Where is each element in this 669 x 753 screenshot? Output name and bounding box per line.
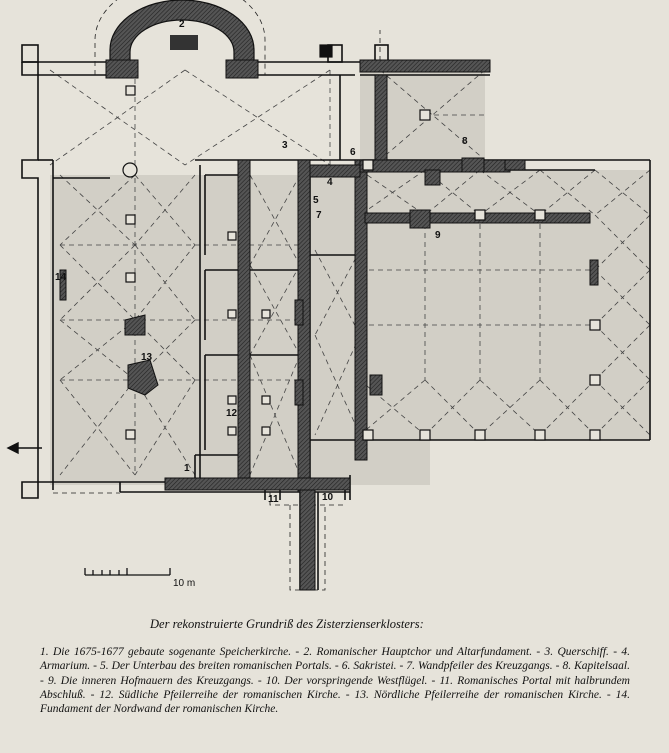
label-4: 4 [327, 177, 333, 188]
label-8: 8 [462, 136, 468, 147]
label-12: 12 [226, 408, 238, 419]
label-11: 11 [268, 494, 279, 505]
apse [105, 0, 259, 79]
label-2: 2 [179, 19, 185, 30]
pillars [122, 44, 601, 441]
direction-arrow-icon [6, 441, 42, 455]
plan-legend: 1. Die 1675-1677 gebaute sogenante Speic… [40, 646, 630, 716]
floor-plan [6, 0, 651, 591]
scale-label: 10 m [173, 578, 196, 589]
label-9: 9 [435, 230, 441, 241]
label-7: 7 [316, 210, 322, 221]
label-6: 6 [350, 147, 356, 158]
scale-bar [84, 568, 171, 576]
label-14: 14 [55, 272, 67, 283]
label-3: 3 [282, 140, 288, 151]
hatched-walls [59, 59, 599, 591]
label-10: 10 [322, 492, 334, 503]
label-13: 13 [141, 352, 153, 363]
label-5: 5 [313, 195, 319, 206]
shaded-floor [50, 70, 650, 485]
plan-caption: Der rekonstruierte Grundriß des Zisterzi… [150, 617, 424, 631]
label-1: 1 [184, 463, 190, 474]
